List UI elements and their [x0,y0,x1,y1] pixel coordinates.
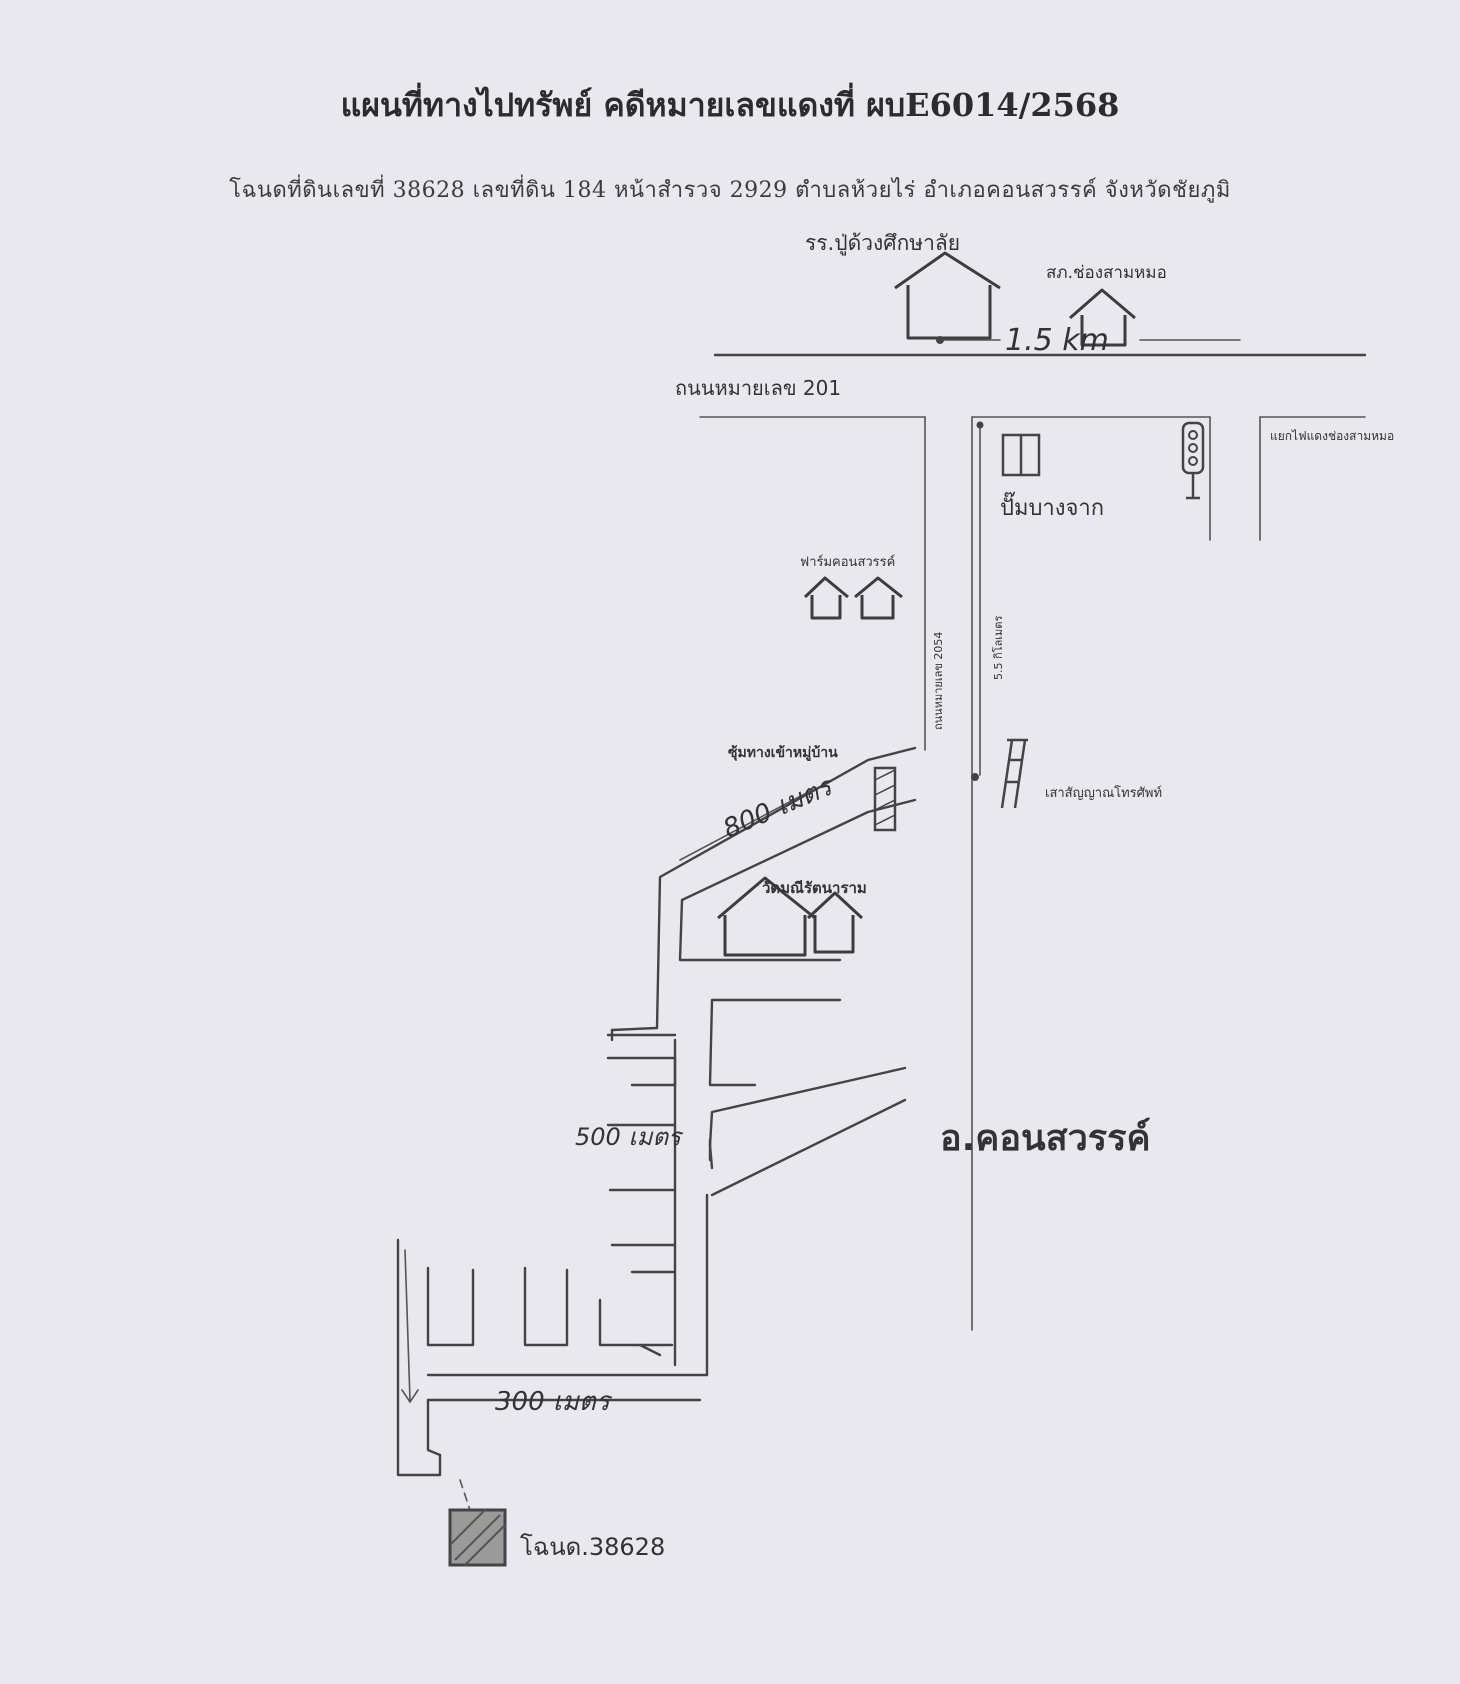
telephone-pole-label: เสาสัญญาณโทรศัพท์ [1045,785,1162,801]
temple-label: วัดมณีรัตนาราม [762,879,867,897]
school-label: รร.ปู่ด้วงศึกษาลัย [805,231,960,256]
temple-icon [717,876,864,957]
police-station-label: สภ.ช่องสามหมอ [1046,263,1167,283]
bottom-block-2 [523,1266,569,1347]
final-lane-right [426,1398,442,1457]
lane-800-lower-edge [678,798,917,962]
intersection-label: แยกไฟแดงช่องสามหมอ [1270,429,1394,443]
village-block-2 [708,1066,907,1170]
distance-800-line [679,789,813,861]
page-title: แผนที่ทางไปทรัพย์ คดีหมายเลขแดงที่ ผบE60… [340,86,1120,124]
distance-top-start-dot [936,336,944,344]
distance-55-label: 5.5 กิโลเมตร [991,616,1005,680]
traffic-light-icon [1181,421,1205,500]
police-station-icon [1069,288,1136,347]
deed-label: โฉนด.38628 [520,1533,665,1561]
turn-arrow [638,1343,662,1357]
lane-800-upper-edge [610,746,917,1032]
route-arrow-head [401,1389,419,1404]
road-2054-label: ถนนหมายเลข 2054 [932,632,945,730]
farm-label: ฟาร์มคอนสวรรค์ [800,554,895,570]
village-road-diagonal [710,1098,907,1197]
distance-55-top-dot [976,421,984,429]
distance-500-label: 500 เมตร [575,1123,684,1151]
village-block-1 [708,998,842,1087]
farm-house-icon [803,576,903,620]
district-label: อ.คอนสวรรค์ [940,1117,1151,1159]
bottom-block-1 [426,1266,475,1347]
deed-description: โฉนดที่ดินเลขที่ 38628 เลขที่ดิน 184 หน้… [229,178,1231,203]
distance-top-label: 1.5 km [1005,323,1109,358]
village-entrance-label: ซุ้มทางเข้าหมู่บ้าน [728,745,838,761]
gas-pump-icon [1001,433,1041,477]
road-201-label: ถนนหมายเลข 201 [675,376,841,400]
village-gate-icon [873,766,897,832]
land-plot-icon [448,1508,507,1567]
bottom-block-3 [598,1298,674,1347]
final-lane-left [396,1238,442,1477]
distance-55-bottom-dot [971,773,979,781]
route-arrow-line [404,1249,411,1401]
distance-300-label: 300 เมตร [495,1387,613,1417]
telephone-pole-icon [1000,738,1028,809]
gas-station-label: ปั๊มบางจาก [1000,491,1104,521]
school-house-icon [894,251,1001,340]
side-street-2 [606,1056,677,1087]
